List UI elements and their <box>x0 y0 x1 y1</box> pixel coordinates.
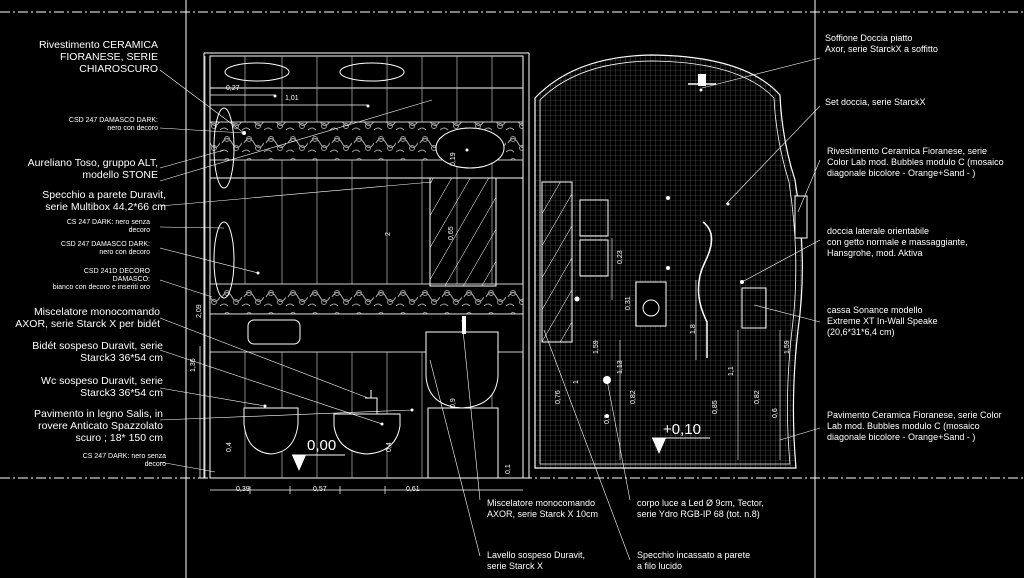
label-miscelatore-lavello: Miscelatore monocomando AXOR, serie Star… <box>487 498 599 519</box>
dim-159: 1,59 <box>593 340 600 354</box>
label-pavimento-legno: Pavimento in legno Salis, in rovere Anti… <box>34 408 163 444</box>
dim-159-b: 1,59 <box>784 340 791 354</box>
dim-1: 1 <box>573 380 580 384</box>
dim-113: 1,13 <box>617 360 624 374</box>
label-bidet-duravit: Bidét sospeso Duravit, serie Starck3 36*… <box>32 340 163 364</box>
dim-076: 0,76 <box>555 390 562 404</box>
label-cs247-dark-2: CS 247 DARK: nero senza decoro <box>82 453 166 468</box>
dim-18: 1,8 <box>690 324 697 334</box>
label-lavello-duravit: Lavello sospeso Duravit, serie Starck X <box>487 550 586 571</box>
dim-027: 0,27 <box>226 85 240 92</box>
dim-04-a: 0,4 <box>226 442 233 452</box>
label-cs247-dark-1: CS 247 DARK: nero senza decoro <box>66 219 150 234</box>
dim-061: 0,61 <box>406 486 420 493</box>
label-specchio-multibox: Specchio a parete Duravit, serie Multibo… <box>42 189 166 213</box>
label-wc-duravit: Wc sospeso Duravit, serie Starck3 36*54 … <box>41 375 163 399</box>
leader-lines <box>159 57 821 561</box>
dim-01: 0,1 <box>505 464 512 474</box>
label-corpo-luce: corpo luce a Led Ø 9cm, Tector, serie Yd… <box>637 498 764 519</box>
label-soffione-doccia: Soffione Doccia piatto Axor, serie Starc… <box>825 33 938 54</box>
dim-05: 0,5 <box>604 414 611 424</box>
label-cassa-sonance: cassa Sonance modello Extreme XT In-Wall… <box>827 305 938 337</box>
label-pavimento-bubbles: Pavimento Ceramica Fioranese, serie Colo… <box>827 410 1002 442</box>
dim-085: 0,85 <box>712 400 719 414</box>
dim-082: 0,82 <box>630 390 637 404</box>
dim-06: 0,6 <box>772 408 779 418</box>
label-csd247-damasco-1: CSD 247 DAMASCO DARK: nero con decoro <box>68 117 158 132</box>
dim-136: 1,36 <box>190 358 197 372</box>
label-miscelatore-bidet: Miscelatore monocomando AXOR, serie Star… <box>15 306 160 330</box>
label-set-doccia: Set doccia, serie StarckX <box>825 97 926 107</box>
label-csd247-damasco-2: CSD 247 DAMASCO DARK: nero con decoro <box>60 241 150 256</box>
label-aureliano-toso: Aureliano Toso, gruppo ALT, modello STON… <box>27 157 158 181</box>
dim-057: 0,57 <box>313 486 327 493</box>
level-marker-left: 0,00 <box>307 437 337 454</box>
dim-11: 1,1 <box>728 366 735 376</box>
dim-065: 0,65 <box>448 226 455 240</box>
dim-039: 0,39 <box>236 486 250 493</box>
label-ceramic-chiaroscuro: Rivestimento CERAMICA FIORANESE, SERIE C… <box>38 39 158 75</box>
label-rivestimento-bubbles: Rivestimento Ceramica Fioranese, serie C… <box>827 146 1004 178</box>
dim-031: 0,31 <box>625 296 632 310</box>
dim-209: 2,09 <box>196 304 203 318</box>
level-marker-right: +0,10 <box>663 421 701 438</box>
dim-09: 0,9 <box>450 398 457 408</box>
dim-04-b: 0,4 <box>386 442 393 452</box>
label-doccia-laterale: doccia laterale orientabile con getto no… <box>827 226 968 258</box>
label-csd241d-decoro: CSD 241D DECORO DAMASCO: bianco con deco… <box>52 268 150 291</box>
dim-019: 0,19 <box>450 152 457 166</box>
left-wall-elevation <box>199 52 530 494</box>
dim-023: 0,23 <box>617 250 624 264</box>
shower-elevation <box>534 54 808 469</box>
dim-082-b: 0,82 <box>754 390 761 404</box>
label-specchio-incassato: Specchio incassato a parete a filo lucid… <box>637 550 751 571</box>
dim-2: 2 <box>385 232 392 236</box>
dim-101: 1,01 <box>285 95 299 102</box>
